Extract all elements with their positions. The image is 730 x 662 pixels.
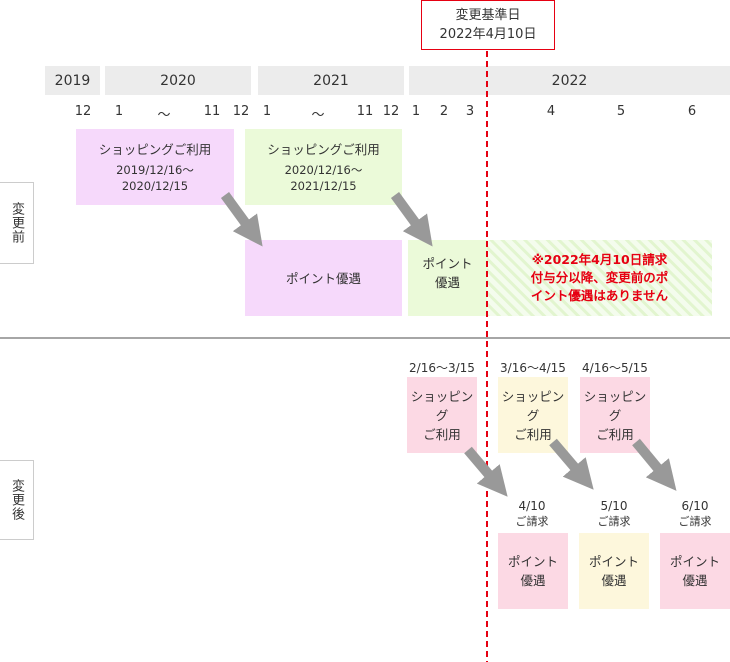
usage-box-after: ショッピングご利用 [498,377,568,453]
month: 〜 [311,108,325,123]
point-label: ポイント [422,256,473,271]
notice-hatch-bg [487,240,712,316]
usage-label: ショッピング [501,388,565,423]
point-label: ポイント [669,554,720,569]
year-2020: 2020 [105,66,251,95]
point-label: 優遇 [434,275,460,290]
billing-date: 6/10 [681,499,709,513]
billing-date: 5/10 [600,499,628,513]
usage-title: ショッピングご利用 [98,142,212,157]
month: 11 [203,104,221,119]
notice-line: イント優遇はありません [530,288,669,303]
notice-line: ※2022年4月10日請求 [531,252,668,267]
year-2019: 2019 [45,66,100,95]
usage-box-2020: ショッピングご利用 2019/12/16〜 2020/12/15 [76,129,234,205]
usage-period-start: 2019/12/16〜 [116,163,194,177]
point-label: 優遇 [682,573,708,588]
notice-line: 付与分以降、変更前のポ [530,270,669,285]
notice: ※2022年4月10日請求 付与分以降、変更前のポ イント優遇はありません [487,240,712,316]
usage-title: ショッピングご利用 [267,142,380,157]
month: 1 [114,104,124,119]
usage-label: ご利用 [596,426,634,442]
month: 12 [382,104,400,119]
point-label: 優遇 [601,573,627,588]
billing-text: ご請求 [597,515,631,528]
billing-label: 6/10 ご請求 [660,498,730,530]
billing-label: 4/10 ご請求 [497,498,567,530]
month: 2 [439,104,449,119]
usage-label: ショッピング [583,388,647,423]
billing-text: ご請求 [678,515,712,528]
month: 3 [465,104,475,119]
month: 1 [262,104,272,119]
month: 〜 [157,108,171,123]
period-label: 4/16〜5/15 [582,361,648,375]
month: 12 [232,104,250,119]
month: 12 [74,104,92,119]
reference-date-box: 変更基準日 2022年4月10日 [421,0,555,50]
point-box-green: ポイント 優遇 [408,240,487,316]
billing-date: 4/10 [518,499,546,513]
point-box-after: ポイント優遇 [579,533,649,609]
period-label: 2/16〜3/15 [409,361,475,375]
reference-title: 変更基準日 [455,8,521,23]
point-label: 優遇 [520,573,546,588]
period-label: 3/16〜4/15 [500,361,566,375]
point-label: ポイント [588,554,639,569]
month: 11 [356,104,374,119]
usage-box-after: ショッピングご利用 [407,377,477,453]
point-label: ポイント優遇 [285,270,361,286]
usage-box-2021: ショッピングご利用 2020/12/16〜 2021/12/15 [245,129,402,205]
usage-period-end: 2020/12/15 [121,179,189,193]
usage-period-end: 2021/12/15 [290,179,357,193]
month: 5 [616,104,626,119]
year-2022: 2022 [409,66,730,95]
usage-label: ショッピング [410,388,474,423]
after-label: 変更後 [0,460,34,540]
usage-period-start: 2020/12/16〜 [284,163,363,177]
usage-box-after: ショッピングご利用 [580,377,650,453]
point-box-purple: ポイント優遇 [245,240,402,316]
year-2021: 2021 [258,66,404,95]
point-box-after: ポイント優遇 [660,533,730,609]
billing-label: 5/10 ご請求 [579,498,649,530]
month: 4 [546,104,556,119]
reference-date: 2022年4月10日 [439,27,537,42]
month: 6 [687,104,697,119]
month: 1 [411,104,421,119]
usage-label: ご利用 [423,426,461,442]
before-label: 変更前 [0,182,34,264]
point-box-after: ポイント優遇 [498,533,568,609]
point-label: ポイント [507,554,558,569]
usage-label: ご利用 [514,426,552,442]
billing-text: ご請求 [515,515,549,528]
